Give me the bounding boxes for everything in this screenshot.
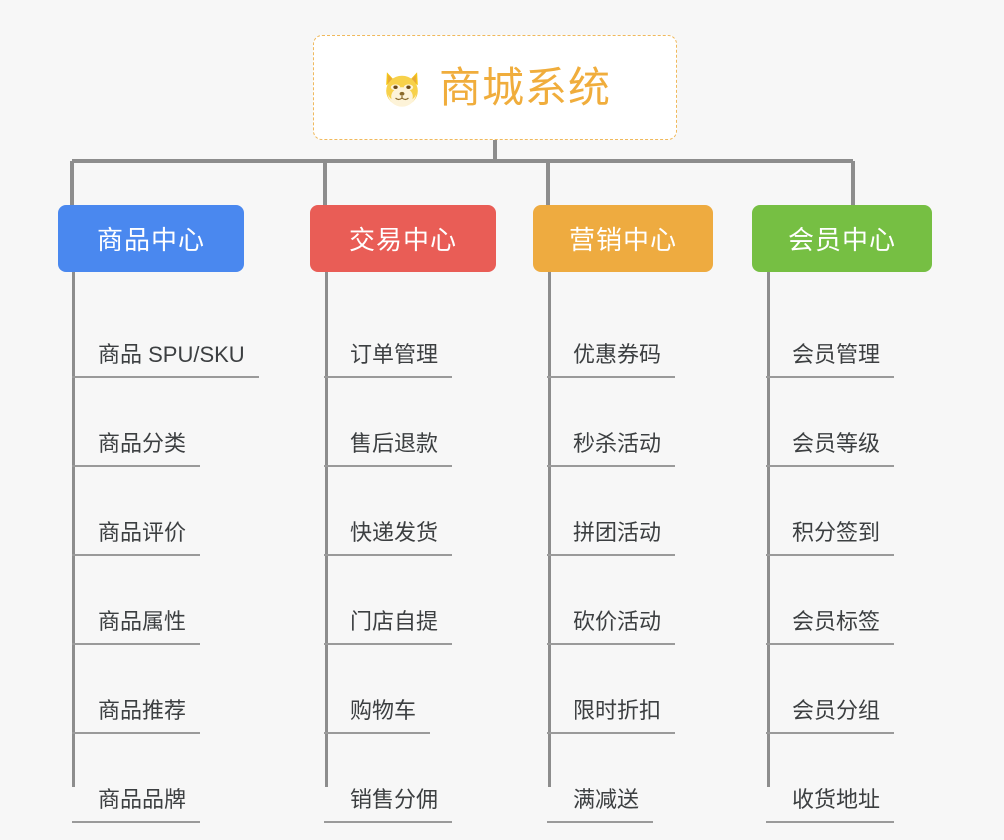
leaf-label: 商品属性	[72, 607, 201, 645]
leaf-label: 优惠券码	[547, 340, 676, 378]
category-header-0[interactable]: 商品中心	[58, 205, 244, 272]
leaf-label: 商品品牌	[72, 785, 201, 823]
leaf-label: 商品分类	[72, 429, 201, 467]
leaf-label: 拼团活动	[547, 518, 676, 556]
category-column-2: 营销中心 优惠券码 秒杀活动 拼团活动 砍价活动 限时折扣 满减送	[533, 205, 733, 823]
leaf-label: 商品评价	[72, 518, 201, 556]
root-title: 商城系统	[438, 63, 611, 111]
leaf-label: 快递发货	[324, 518, 453, 556]
category-title-3: 会员中心	[787, 225, 896, 255]
category-header-1[interactable]: 交易中心	[310, 205, 496, 272]
column-spine-1	[325, 272, 328, 787]
leaf-label: 会员标签	[766, 607, 895, 645]
category-header-2[interactable]: 营销中心	[533, 205, 713, 272]
category-title-0: 商品中心	[96, 225, 205, 255]
category-column-3: 会员中心 会员管理 会员等级 积分签到 会员标签 会员分组 收货地址	[752, 205, 952, 823]
leaf-label: 门店自提	[324, 607, 453, 645]
leaf-label: 限时折扣	[547, 696, 676, 734]
leaf-label: 满减送	[547, 785, 654, 823]
category-header-3[interactable]: 会员中心	[752, 205, 932, 272]
leaf-label: 售后退款	[324, 429, 453, 467]
leaf-label: 会员分组	[766, 696, 895, 734]
leaf-label: 会员管理	[766, 340, 895, 378]
leaf-label: 秒杀活动	[547, 429, 676, 467]
category-column-0: 商品中心 商品 SPU/SKU 商品分类 商品评价 商品属性 商品推荐 商品品牌	[58, 205, 259, 823]
leaf-label: 会员等级	[766, 429, 895, 467]
column-spine-2	[548, 272, 551, 787]
shiba-dog-icon	[386, 71, 418, 107]
category-title-2: 营销中心	[568, 225, 677, 255]
column-spine-3	[767, 272, 770, 787]
leaf-label: 购物车	[324, 696, 431, 734]
leaf-label: 销售分佣	[324, 785, 453, 823]
column-spine-0	[72, 272, 75, 787]
leaf-label: 订单管理	[324, 340, 453, 378]
leaf-label: 商品 SPU/SKU	[72, 340, 259, 378]
leaf-label: 积分签到	[766, 518, 895, 556]
leaf-label: 收货地址	[766, 785, 895, 823]
leaf-label: 商品推荐	[72, 696, 201, 734]
root-node[interactable]: 商城系统	[313, 35, 677, 140]
category-title-1: 交易中心	[348, 225, 457, 255]
leaf-label: 砍价活动	[547, 607, 676, 645]
category-column-1: 交易中心 订单管理 售后退款 快递发货 门店自提 购物车 销售分佣	[310, 205, 510, 823]
